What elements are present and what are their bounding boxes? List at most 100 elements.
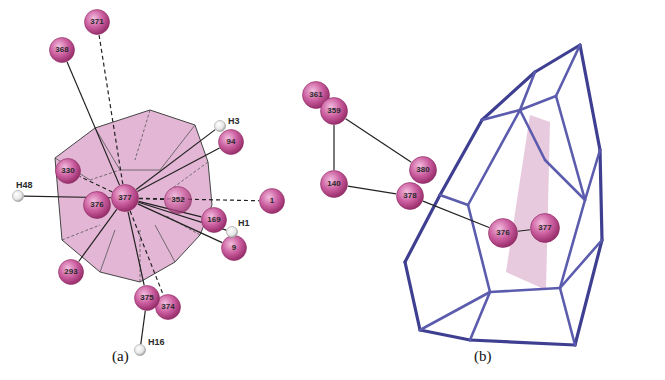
sphere-outline [85,10,110,35]
polyhedron-b [405,45,602,345]
sphere-outline [397,183,424,210]
atom-number: 377 [118,194,131,202]
hydrogen-atom: H3 [214,120,226,132]
shaded-face [506,115,550,290]
atom-sphere: 378 [396,182,424,210]
atom-number: 380 [416,166,429,174]
atom-number: 371 [90,18,103,26]
sphere-outline [222,236,247,261]
polyhedron-edge [100,230,115,272]
atom-sphere: 376 [488,218,518,248]
polyhedron-edge [135,110,150,160]
atom-number: 330 [61,167,74,175]
polyhedron-wire [580,45,600,150]
hydrogen-atom: H48 [12,190,24,202]
sphere-shape [12,190,24,202]
sphere-outline [156,295,181,320]
polyhedron-wire [468,205,490,292]
atom-sphere: 1 [259,188,285,214]
atom-sphere: 140 [320,170,348,198]
sphere-shape [214,120,226,132]
polyhedron-wire [545,160,585,200]
sphere-outline [84,192,111,219]
polyhedron-wire [405,262,420,330]
atom-number: 1 [270,197,274,205]
bond-line [128,212,144,286]
atom-sphere: 371 [84,9,110,35]
sphere-outline [202,208,227,233]
atom-number: 9 [232,244,236,252]
sphere-outline [321,171,348,198]
atom-number: 368 [55,46,68,54]
polyhedron-wire [440,195,468,205]
sphere-outline [13,191,24,202]
bond-line [518,230,530,231]
sphere-outline [56,159,81,184]
polyhedron-wire [600,150,602,240]
sphere-outline [410,157,437,184]
sphere-outline [135,345,146,356]
polyhedron-wire [490,288,560,292]
atom-number: 352 [171,196,184,204]
polyhedron-wire [482,72,535,120]
atom-sphere: 377 [111,184,139,212]
bond-line [333,125,334,170]
bond-line [139,198,259,200]
bond-line [423,201,489,227]
coordination-polyhedron [55,110,212,282]
atom-sphere: 376 [83,191,111,219]
atom-number: 374 [161,303,174,311]
atom-number: 361 [309,91,322,99]
bond-line [136,130,215,190]
sphere-outline [321,98,348,125]
atom-label: H3 [228,117,240,126]
atom-sphere: 377 [530,213,560,243]
panel-label: (a) [112,348,129,365]
atom-number: 94 [227,138,236,146]
polyhedron-wire [470,292,490,340]
atom-number: 377 [538,224,551,232]
bond-line [348,186,396,194]
atom-sphere: 375 [134,285,160,311]
polyhedron-wire [420,330,470,340]
bond-line [130,211,163,295]
atom-sphere: 293 [58,259,84,285]
atom-sphere: 380 [409,156,437,184]
sphere-outline [112,185,139,212]
bond-line [99,35,123,184]
polyhedron-a [55,110,212,282]
atom-sphere: 368 [49,37,75,63]
polyhedron-edge [95,128,120,170]
polyhedron-edge [170,162,208,190]
polyhedron-wire [468,110,520,205]
sphere-outline [531,214,560,243]
atom-number: 140 [327,180,340,188]
bond-line [346,119,412,163]
sphere-outline [219,130,244,155]
sphere-outline [215,121,226,132]
bond-line [137,148,219,191]
sphere-outline [135,286,160,311]
sphere-shape [226,226,238,238]
polyhedron-wire [585,150,600,200]
atom-sphere: 330 [55,158,81,184]
polyhedron-wire [520,110,545,160]
atom-number: 359 [327,107,340,115]
polyhedron-wire [556,45,580,96]
polyhedron-edge [155,225,175,262]
polyhedron-wire [440,120,482,195]
atom-sphere: 9 [221,235,247,261]
polyhedron-wire [482,110,520,120]
atom-number: 376 [496,229,509,237]
polyhedron-wire [420,292,490,330]
atom-label: H16 [148,338,165,347]
polyhedron-wire [520,96,556,110]
bond-line [80,177,113,192]
sphere-shape [134,344,146,356]
polyhedron-wire [470,340,575,345]
sphere-outline [59,260,84,285]
sphere-outline [489,219,518,248]
sphere-outline [227,227,238,238]
atom-number: 378 [403,192,416,200]
